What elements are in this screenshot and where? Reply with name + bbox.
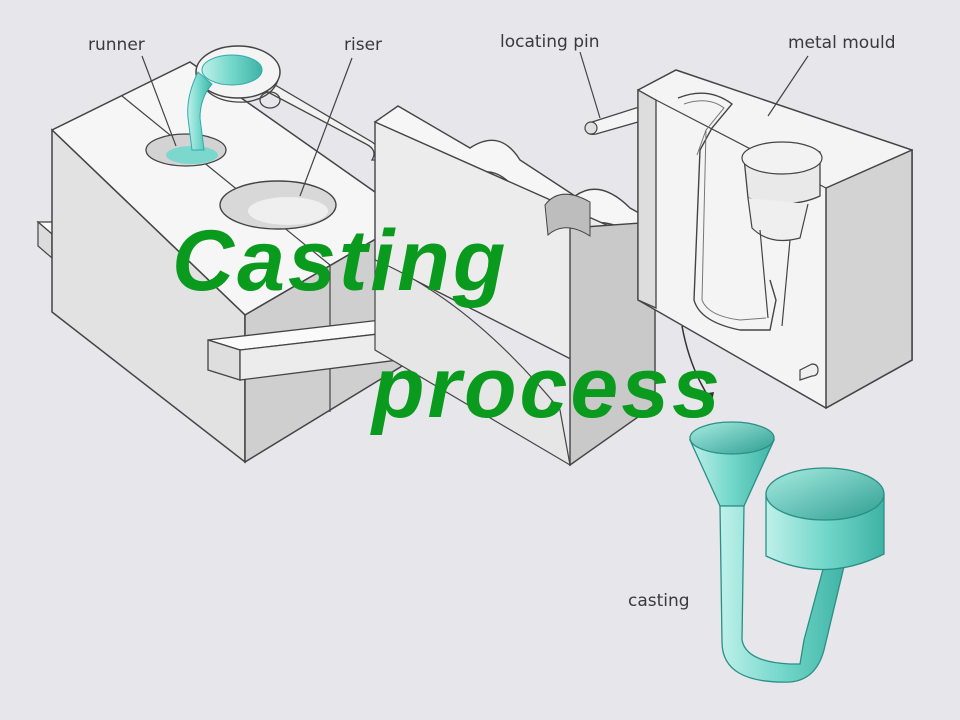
casting-part [688, 421, 885, 683]
label-locating-pin: locating pin [500, 32, 600, 52]
label-casting: casting [628, 591, 690, 611]
locating-pin [584, 106, 645, 136]
ladle [187, 45, 380, 161]
middle-mould-half [373, 105, 657, 467]
label-metal-mould: metal mould [788, 33, 895, 53]
metal-mould-half [637, 69, 913, 410]
arrow-head [702, 392, 714, 402]
label-runner: runner [88, 35, 145, 55]
title-line-1: Casting [172, 213, 509, 309]
label-riser: riser [344, 35, 382, 55]
leader-lines [141, 51, 809, 197]
title-line-2: process [372, 340, 723, 436]
